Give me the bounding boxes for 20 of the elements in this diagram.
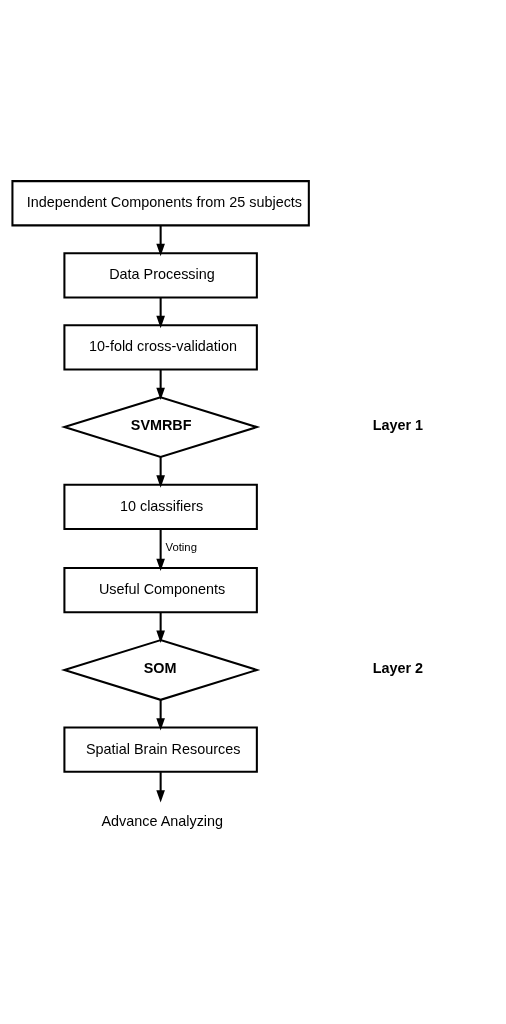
arrow: [156, 456, 165, 488]
node-diamond: SOM: [60, 638, 261, 701]
node-box: 10-fold cross-validation: [63, 323, 258, 370]
node-box: Spatial Brain Resources: [63, 726, 258, 773]
arrow: [156, 369, 165, 400]
label: Layer 2: [372, 659, 424, 676]
node-diamond: SVMRBF: [60, 395, 261, 458]
node-box: Data Processing: [63, 251, 258, 298]
arrow: [156, 699, 165, 731]
node-box: Independent Components from 25 subjects: [11, 179, 310, 226]
arrow: [156, 225, 165, 256]
node-box: 10 classifiers: [63, 483, 258, 530]
label: Layer 1: [372, 416, 424, 433]
node-text: Advance Analyzing: [101, 812, 224, 829]
arrow: [156, 297, 165, 328]
node-box: Useful Components: [63, 566, 258, 613]
edge-label: Voting: [165, 540, 197, 553]
arrow: [156, 771, 165, 803]
arrow: [156, 528, 165, 571]
arrow: [156, 611, 165, 643]
